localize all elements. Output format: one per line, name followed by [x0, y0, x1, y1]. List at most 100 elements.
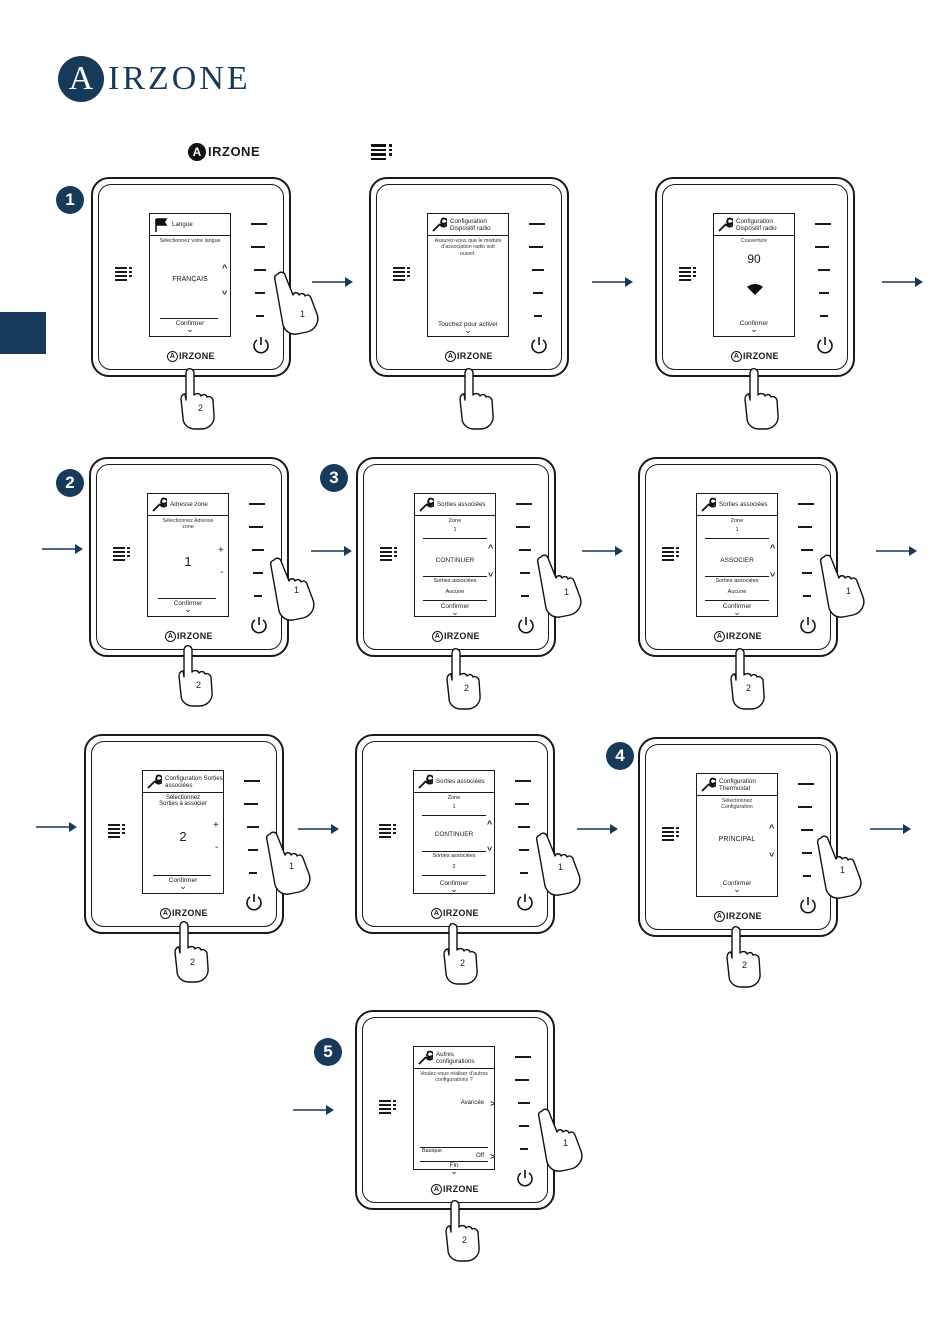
zone-value: 1 [453, 527, 457, 533]
hand-step-label: 1 [840, 865, 846, 875]
thermostat-device: Configuration Dispositif radio Assurez-v… [369, 177, 569, 377]
menu-button-icon[interactable] [393, 267, 411, 283]
screen-title: Autres configurations [436, 1050, 475, 1065]
thermostat-device: Adresse zone Sélectionnez Adresse zone 1… [89, 457, 289, 657]
step-badge-1: 1 [56, 186, 84, 214]
screen-confirm[interactable]: Confirmer [697, 603, 777, 614]
pointing-hand-icon [446, 648, 481, 710]
power-icon[interactable] [529, 335, 549, 355]
menu-button-icon[interactable] [662, 827, 680, 843]
menu-button-icon[interactable] [379, 1100, 397, 1116]
screen-title: Sorties associées [719, 501, 768, 508]
screen-title: Configuration Dispositif radio [736, 217, 777, 232]
screen-activate[interactable]: Touchez pour activer [428, 321, 508, 332]
hand-step-label: 2 [464, 683, 470, 693]
menu-button-icon[interactable] [379, 824, 397, 840]
screen-value: 1 [184, 554, 192, 569]
screen-confirm[interactable]: Confirmer [415, 603, 495, 614]
flow-arrow [592, 277, 633, 287]
hand-step-label: 1 [289, 861, 295, 871]
screen-confirm[interactable]: Confirmer [414, 880, 494, 891]
screen-confirm[interactable]: Confirmer [150, 320, 230, 331]
power-icon[interactable] [815, 335, 835, 355]
device-screen: Sorties associées Zone 1 CONTINUER ^ ^ S… [413, 770, 495, 894]
screen-text: Sélectionnez Sorties à associer [159, 795, 207, 808]
plus-sign: + [218, 545, 224, 556]
power-icon[interactable] [798, 895, 818, 915]
power-icon[interactable] [516, 615, 536, 635]
menu-button-icon[interactable] [679, 267, 697, 283]
step-badge-4: 4 [606, 742, 634, 770]
pointing-hand-icon [535, 832, 581, 896]
wrench-icon [147, 774, 162, 789]
pointing-hand-icon [445, 1200, 480, 1262]
power-icon[interactable] [515, 1168, 535, 1188]
power-icon[interactable] [249, 615, 269, 635]
hand-step-label: 1 [558, 862, 564, 872]
pointing-hand-icon [536, 554, 582, 618]
wrench-icon [152, 497, 167, 512]
wrench-icon [418, 1050, 433, 1065]
flow-arrow [312, 277, 353, 287]
screen-value[interactable]: CONTINUER [434, 831, 474, 838]
menu-button-icon[interactable] [108, 824, 126, 840]
screen-value: 2 [179, 829, 187, 844]
pointing-hand-icon [816, 835, 862, 899]
zone-value: 1 [735, 527, 739, 533]
screen-value: FRANÇAIS [172, 276, 208, 283]
flow-arrow [582, 546, 623, 556]
screen-confirm[interactable]: Confirmer [148, 600, 228, 611]
power-icon[interactable] [515, 892, 535, 912]
screen-text: Sélectionnez Configuration [721, 798, 753, 811]
screen-title: Sorties associées [436, 778, 485, 785]
pointing-hand-icon [178, 645, 213, 707]
menu-button-icon[interactable] [113, 547, 131, 563]
pointing-hand-icon [269, 557, 315, 621]
menu-button-icon[interactable] [115, 267, 133, 283]
wifi-icon [747, 283, 763, 295]
pointing-hand-icon [459, 368, 494, 430]
screen-title: Sorties associées [437, 501, 486, 508]
plus-sign: + [213, 820, 219, 831]
step-badge-5: 5 [314, 1038, 342, 1066]
screen-value[interactable]: ASSOCIER [720, 557, 754, 564]
thermostat-device: Langue Sélectionnez votre langue FRANÇAI… [91, 177, 291, 377]
pointing-hand-icon [726, 926, 761, 988]
power-icon[interactable] [251, 335, 271, 355]
thermostat-device: Sorties associées Zone 1 CONTINUER ^ ^ S… [355, 734, 555, 934]
outputs-label: Sorties associées [432, 853, 476, 859]
hand-step-label: 2 [198, 403, 204, 413]
screen-confirm[interactable]: Confirmer [143, 877, 223, 888]
zone-label: Zone [448, 518, 462, 524]
zone-label: Zone [730, 518, 744, 524]
thermostat-device: Configuration Dispositif radio Couvertur… [655, 177, 855, 377]
pointing-hand-icon [273, 271, 319, 335]
device-screen: Sorties associées Zone 1 ASSOCIER ^ ^ So… [696, 493, 778, 617]
power-icon[interactable] [798, 615, 818, 635]
screen-value[interactable]: CONTINUER [435, 557, 475, 564]
pointing-hand-icon [730, 648, 765, 710]
advanced-option[interactable]: Avancée [460, 1100, 484, 1106]
screen-confirm[interactable]: Confirmer [714, 320, 794, 331]
pointing-hand-icon [265, 831, 311, 895]
screen-text: Sélectionnez votre langue [159, 238, 221, 244]
menu-button-icon[interactable] [380, 547, 398, 563]
menu-button-icon[interactable] [662, 547, 680, 563]
hand-step-label: 1 [564, 587, 570, 597]
power-icon[interactable] [244, 892, 264, 912]
wrench-icon [701, 777, 716, 792]
wrench-icon [718, 217, 733, 232]
screen-confirm[interactable]: Confirmer [697, 880, 777, 891]
screen-finish[interactable]: Fin [414, 1162, 494, 1173]
basic-option-value[interactable]: Off [476, 1153, 484, 1159]
